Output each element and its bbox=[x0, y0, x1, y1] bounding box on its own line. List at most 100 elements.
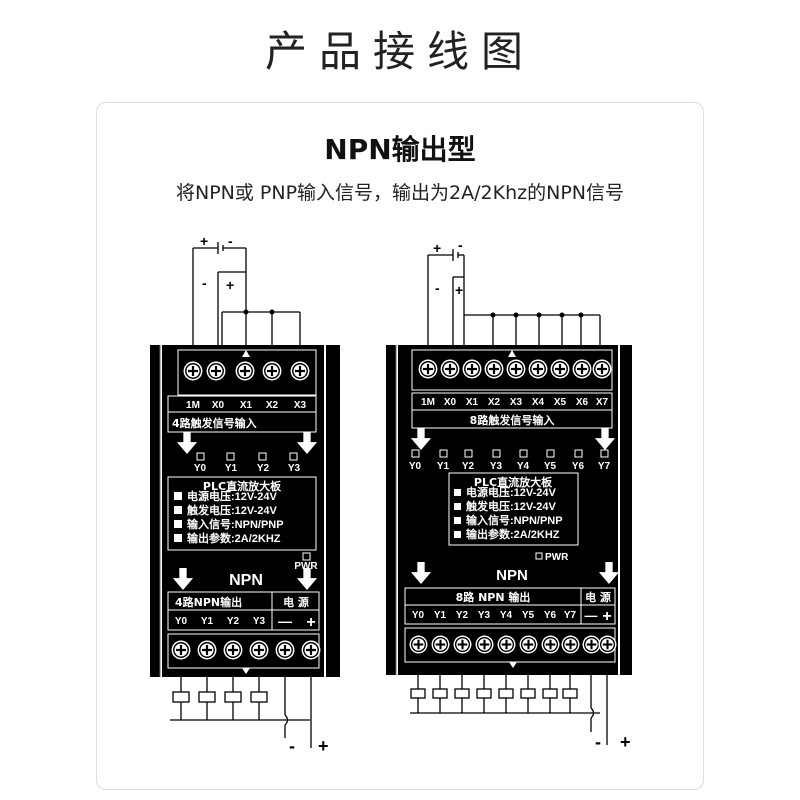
screw-terminal[interactable] bbox=[541, 635, 560, 654]
input-terminal-label: 1M bbox=[421, 397, 435, 408]
pwr-label: PWR bbox=[294, 561, 318, 572]
screw-terminal[interactable] bbox=[462, 359, 482, 379]
supply-minus-label: - bbox=[595, 732, 601, 752]
screw-terminal[interactable] bbox=[528, 359, 548, 379]
output-terminal-label: Y3 bbox=[253, 616, 266, 627]
input-terminal-label: X6 bbox=[576, 397, 589, 408]
input-terminal-label: X2 bbox=[488, 397, 501, 408]
screw-terminal[interactable] bbox=[475, 635, 494, 654]
screw-terminal[interactable] bbox=[290, 361, 310, 381]
spec-title: PLC直流放大板 bbox=[203, 479, 282, 493]
output-terminal-label: Y0 bbox=[412, 610, 425, 621]
screw-terminal[interactable] bbox=[418, 359, 438, 379]
battery-plus-label: + bbox=[200, 233, 208, 249]
power-minus-label: — bbox=[585, 608, 598, 623]
type-label: NPN bbox=[229, 572, 263, 589]
output-terminal-label: Y1 bbox=[201, 616, 214, 627]
card-description: 将NPN或 PNP输入信号，输出为2A/2Khz的NPN信号 bbox=[176, 182, 624, 204]
screw-terminal[interactable] bbox=[572, 359, 592, 379]
spec-item: 电源电压:12V-24V bbox=[187, 489, 278, 503]
input-terminal-label: X3 bbox=[294, 400, 307, 411]
output-terminal-label: Y5 bbox=[522, 610, 535, 621]
led-label: Y0 bbox=[194, 463, 207, 474]
screw-terminal[interactable] bbox=[440, 359, 460, 379]
screw-terminal[interactable] bbox=[561, 635, 580, 654]
screw-terminal[interactable] bbox=[453, 635, 472, 654]
screw-terminal[interactable] bbox=[262, 361, 282, 381]
power-caption: 电 源 bbox=[585, 590, 611, 604]
screw-terminal[interactable] bbox=[497, 635, 516, 654]
output-caption: 8路 NPN 输出 bbox=[456, 590, 531, 604]
screw-terminal[interactable] bbox=[249, 640, 269, 660]
power-minus-label: — bbox=[278, 613, 292, 629]
output-caption: 4路NPN输出 bbox=[175, 595, 242, 609]
led-label: Y5 bbox=[544, 461, 557, 472]
input-terminal-block bbox=[418, 359, 612, 379]
input-terminal-label: X1 bbox=[240, 400, 253, 411]
led-label: Y3 bbox=[490, 461, 503, 472]
screw-terminal[interactable] bbox=[171, 640, 191, 660]
input-terminal-label: X3 bbox=[510, 397, 523, 408]
spec-item: 输出参数:2A/2KHZ bbox=[187, 531, 281, 545]
spec-item: 输出参数:2A/2KHZ bbox=[466, 527, 560, 541]
screw-terminal[interactable] bbox=[275, 640, 295, 660]
screw-terminal[interactable] bbox=[484, 359, 504, 379]
spec-item: 电源电压:12V-24V bbox=[466, 485, 557, 499]
led-label: Y7 bbox=[598, 461, 611, 472]
battery-minus-label: - bbox=[202, 275, 207, 291]
led-label: Y4 bbox=[517, 461, 530, 472]
led-label: Y2 bbox=[257, 463, 270, 474]
screw-terminal[interactable] bbox=[582, 635, 601, 654]
pwr-label: PWR bbox=[545, 552, 569, 563]
led-label: Y2 bbox=[462, 461, 475, 472]
screw-terminal[interactable] bbox=[598, 635, 617, 654]
led-label: Y6 bbox=[572, 461, 585, 472]
battery-minus-label: - bbox=[458, 237, 463, 253]
screw-terminal[interactable] bbox=[206, 361, 226, 381]
screw-terminal[interactable] bbox=[506, 359, 526, 379]
board-body bbox=[162, 345, 324, 677]
battery-plus-label: + bbox=[226, 277, 234, 293]
screw-terminal[interactable] bbox=[409, 635, 428, 654]
spec-item: 输入信号:NPN/PNP bbox=[466, 513, 563, 527]
screw-terminal[interactable] bbox=[592, 359, 612, 379]
spec-box bbox=[448, 472, 579, 546]
screw-terminal[interactable] bbox=[550, 359, 570, 379]
power-plus-label: + bbox=[602, 608, 611, 625]
input-terminal-label: X5 bbox=[554, 397, 567, 408]
spec-item: 触发电压:12V-24V bbox=[186, 503, 278, 517]
led-label: Y1 bbox=[225, 463, 238, 474]
output-terminal-label: Y2 bbox=[456, 610, 469, 621]
screw-terminal[interactable] bbox=[431, 635, 450, 654]
screw-terminal[interactable] bbox=[301, 640, 321, 660]
input-caption: 4路触发信号输入 bbox=[172, 416, 257, 430]
board-4ch: + - - + 1M X0 X1 X2 X3 bbox=[150, 233, 340, 756]
input-terminal-label: X1 bbox=[466, 397, 479, 408]
power-caption: 电 源 bbox=[283, 595, 309, 609]
input-caption: 8路触发信号输入 bbox=[470, 413, 555, 427]
card-subtitle: NPN输出型 bbox=[324, 133, 476, 166]
led-label: Y3 bbox=[288, 463, 301, 474]
screw-terminal[interactable] bbox=[197, 640, 217, 660]
output-terminal-label: Y2 bbox=[227, 616, 240, 627]
screw-terminal[interactable] bbox=[183, 361, 203, 381]
led-label: Y1 bbox=[437, 461, 450, 472]
board-8ch: + - - + 1M bbox=[386, 237, 632, 752]
supply-plus-label: + bbox=[318, 736, 329, 756]
spec-item: 输入信号:NPN/PNP bbox=[187, 517, 284, 531]
input-terminal-label: 1M bbox=[186, 400, 200, 411]
screw-terminal[interactable] bbox=[235, 361, 255, 381]
output-terminal-label: Y7 bbox=[564, 610, 577, 621]
battery-minus-label: - bbox=[435, 280, 440, 296]
battery-plus-label: + bbox=[455, 282, 463, 298]
screw-terminal[interactable] bbox=[223, 640, 243, 660]
output-terminal-label: Y3 bbox=[478, 610, 491, 621]
led-label: Y0 bbox=[409, 461, 422, 472]
input-terminal-label: X0 bbox=[444, 397, 457, 408]
spec-item: 触发电压:12V-24V bbox=[465, 499, 557, 513]
page-title: 产品接线图 bbox=[264, 27, 535, 76]
spec-title: PLC直流放大板 bbox=[474, 475, 553, 489]
input-terminal-label: X2 bbox=[266, 400, 279, 411]
screw-terminal[interactable] bbox=[519, 635, 538, 654]
